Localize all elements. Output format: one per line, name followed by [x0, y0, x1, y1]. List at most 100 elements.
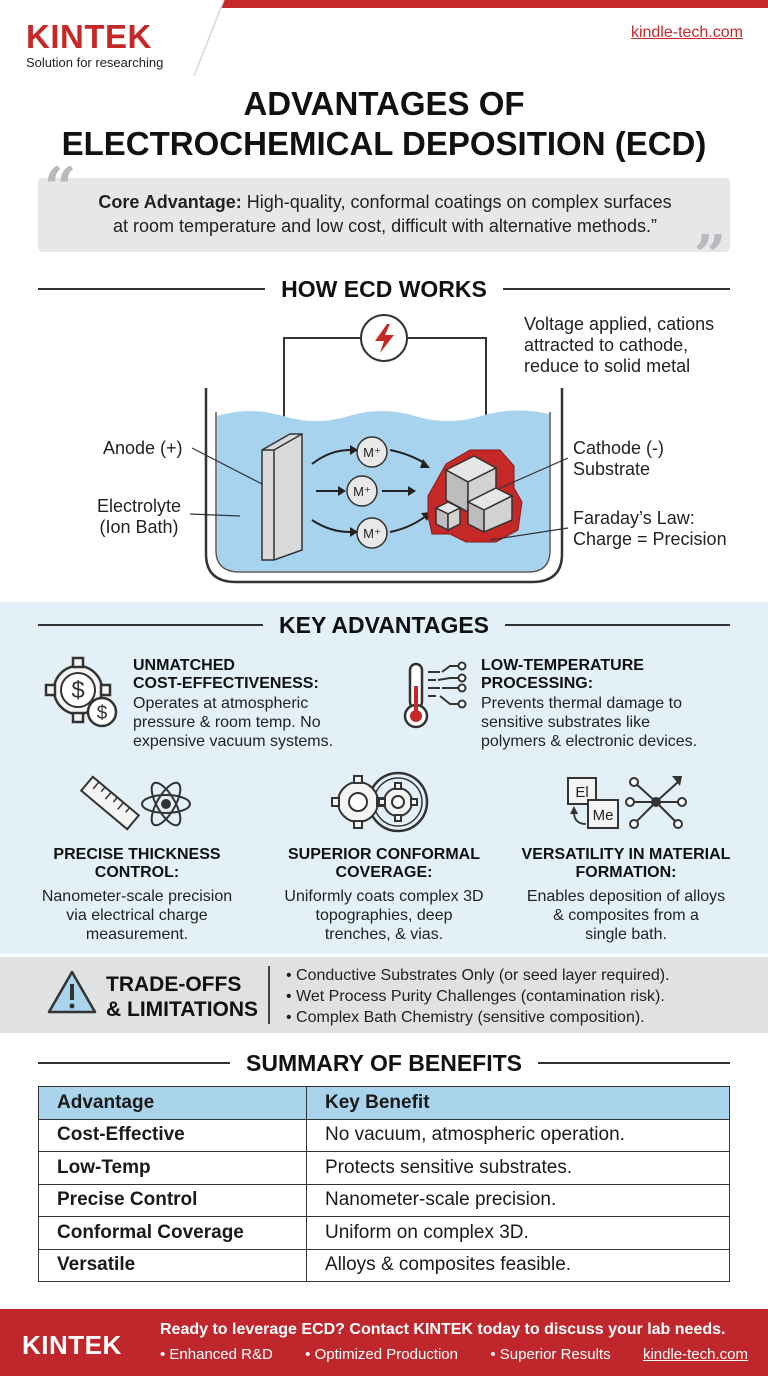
- warning-icon: [47, 970, 97, 1014]
- advantage-precision-desc-1: Nanometer-scale precision: [41, 888, 233, 905]
- tradeoff-item: • Wet Process Purity Challenges (contami…: [286, 988, 665, 1005]
- voltage-annotation: Voltage applied, cations attracted to ca…: [524, 314, 714, 377]
- advantage-versatility-title: VERSATILITY IN MATERIAL FORMATION:: [508, 846, 744, 882]
- advantage-conformal-desc-3: trenches, & vias.: [324, 926, 444, 943]
- key-advantages-panel: [0, 602, 768, 954]
- voltage-line-3: reduce to solid metal: [524, 356, 691, 376]
- heading-rule: [502, 288, 730, 290]
- advantage-cost-desc-3: expensive vacuum systems.: [133, 733, 334, 750]
- advantage-precision-desc-2: via electrical charge: [66, 907, 208, 924]
- thermometer-circuit-icon: [403, 661, 467, 729]
- advantage-precision-title-2: CONTROL:: [94, 864, 180, 881]
- header-accent-strip: [220, 0, 768, 8]
- tank-inner: [215, 412, 551, 573]
- advantage-versatility-desc: Enables deposition of alloys & composite…: [508, 887, 744, 944]
- advantage-lowtemp-title: LOW-TEMPERATURE PROCESSING:: [481, 657, 644, 693]
- page-title-line-2: ELECTROCHEMICAL DEPOSITION (ECD): [61, 125, 707, 162]
- footer-bullet: • Superior Results: [490, 1346, 611, 1363]
- key-advantages-title: KEY ADVANTAGES: [279, 611, 490, 638]
- tank-outline: [204, 388, 564, 584]
- advantage-conformal-desc: Uniformly coats complex 3D topographies,…: [262, 887, 506, 944]
- cation-label: M⁺: [363, 445, 381, 460]
- advantage-lowtemp-desc-2: sensitive substrates like: [481, 714, 650, 731]
- summary-title: SUMMARY OF BENEFITS: [246, 1049, 523, 1076]
- table-cell: Uniform on complex 3D.: [306, 1216, 730, 1250]
- cathode-label: Cathode (-) Substrate: [573, 438, 664, 480]
- advantage-precision-title: PRECISE THICKNESS CONTROL:: [26, 846, 248, 882]
- circuit-wire: [283, 337, 360, 444]
- cathode-line-2: Substrate: [573, 459, 651, 479]
- advantage-lowtemp-title-1: LOW-TEMPERATURE: [481, 657, 644, 674]
- cation-ion: [356, 436, 388, 468]
- table-cell: Nanometer-scale precision.: [306, 1183, 730, 1217]
- site-link[interactable]: kindle-tech.com: [630, 24, 743, 41]
- core-advantage-line-2: at room temperature and low cost, diffic…: [113, 216, 657, 236]
- advantage-lowtemp-desc-1: Prevents thermal damage to: [481, 695, 682, 712]
- table-row: Precise Control Nanometer-scale precisio…: [38, 1183, 730, 1217]
- open-quote-icon: “: [44, 155, 77, 221]
- advantage-lowtemp-title-2: PROCESSING:: [481, 675, 594, 692]
- core-advantage-line-1: High-quality, conformal coatings on comp…: [241, 192, 672, 212]
- migration-arrows: [311, 445, 431, 537]
- summary-table: Advantage Key Benefit Cost-Effective No …: [38, 1086, 730, 1282]
- element-network-icon: El Me: [567, 776, 687, 829]
- advantage-cost-desc-2: pressure & room temp. No: [133, 714, 321, 731]
- advantage-lowtemp-desc-3: polymers & electronic devices.: [481, 733, 698, 750]
- anode-edge: [273, 433, 303, 451]
- table-row: Versatile Alloys & composites feasible.: [38, 1248, 730, 1282]
- header-bar: KINTEK Solution for researching kindle-t…: [0, 0, 768, 76]
- table-cell: Cost-Effective: [38, 1118, 307, 1152]
- table-cell: Alloys & composites feasible.: [306, 1248, 730, 1282]
- footer-bullet: • Optimized Production: [305, 1346, 458, 1363]
- footer-cta: Ready to leverage ECD? Contact KINTEK to…: [160, 1321, 726, 1338]
- electrolyte-line-1: Electrolyte: [97, 496, 182, 516]
- advantage-conformal-title: SUPERIOR CONFORMAL COVERAGE:: [262, 846, 506, 882]
- advantage-precision-desc-3: measurement.: [85, 926, 189, 943]
- anode-plate: [261, 433, 303, 561]
- tradeoffs-divider: [268, 966, 270, 1024]
- circuit-wire: [408, 337, 487, 444]
- faraday-line-1: Faraday’s Law:: [573, 508, 695, 528]
- lightning-bolt-icon: [375, 324, 394, 353]
- leader-lines: [189, 447, 569, 541]
- electrolyte-label: Electrolyte (Ion Bath): [97, 496, 181, 538]
- footer-logo[interactable]: KINTEK: [22, 1330, 122, 1360]
- brand-logo[interactable]: KINTEK: [26, 18, 152, 55]
- advantage-conformal-title-1: SUPERIOR CONFORMAL: [288, 846, 480, 863]
- cation-ion: [346, 475, 378, 507]
- tradeoffs-title-1: TRADE-OFFS: [106, 973, 242, 996]
- table-cell: No vacuum, atmospheric operation.: [306, 1118, 730, 1152]
- footer-site-link[interactable]: kindle-tech.com: [642, 1346, 748, 1363]
- cation-label: M⁺: [363, 526, 381, 541]
- heading-rule: [38, 624, 263, 626]
- summary-heading: SUMMARY OF BENEFITS: [38, 1048, 731, 1078]
- advantage-conformal-desc-1: Uniformly coats complex 3D: [284, 888, 484, 905]
- heading-rule: [38, 288, 266, 290]
- advantage-versatility-desc-1: Enables deposition of alloys: [526, 888, 726, 905]
- advantage-cost-desc-1: Operates at atmospheric: [133, 695, 309, 712]
- anode-label: Anode (+): [103, 438, 183, 458]
- faraday-line-2: Charge = Precision: [573, 529, 727, 549]
- core-advantage-label: Core Advantage:: [98, 192, 242, 212]
- tradeoffs-title-2: & LIMITATIONS: [106, 998, 259, 1021]
- electrolyte-line-2: (Ion Bath): [99, 517, 179, 537]
- advantage-versatility-title-2: FORMATION:: [575, 864, 677, 881]
- key-advantages-heading: KEY ADVANTAGES: [38, 610, 731, 640]
- heading-rule: [505, 624, 731, 626]
- table-header-row: Advantage Key Benefit: [38, 1086, 730, 1120]
- advantage-cost-title: UNMATCHED COST-EFFECTIVENESS:: [133, 657, 319, 693]
- table-cell: Versatile: [38, 1248, 307, 1282]
- advantage-precision-desc: Nanometer-scale precision via electrical…: [26, 887, 248, 944]
- advantage-versatility-desc-2: & composites from a: [553, 907, 699, 924]
- table-row: Cost-Effective No vacuum, atmospheric op…: [38, 1118, 730, 1152]
- column-header: Key Benefit: [306, 1086, 730, 1120]
- advantage-lowtemp-desc: Prevents thermal damage to sensitive sub…: [481, 694, 697, 751]
- advantage-cost-desc: Operates at atmospheric pressure & room …: [133, 694, 333, 751]
- advantage-cost-title-1: UNMATCHED: [133, 657, 235, 674]
- table-cell: Precise Control: [38, 1183, 307, 1217]
- footer-bullets: • Enhanced R&D • Optimized Production • …: [160, 1346, 748, 1363]
- how-ecd-works-title: HOW ECD WORKS: [281, 275, 487, 302]
- footer-banner: [0, 1309, 768, 1376]
- tradeoffs-title: TRADE-OFFS & LIMITATIONS: [106, 972, 258, 1022]
- cathode-line-1: Cathode (-): [573, 438, 665, 458]
